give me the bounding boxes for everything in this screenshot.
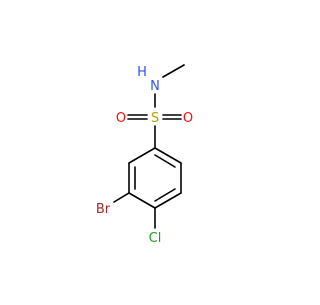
atom-o-right: O [183,111,193,126]
atom-labels: N H S O O Br Cl [96,65,193,246]
ring-bond-3 [154,192,182,209]
ring-inner-2 [154,188,176,202]
atom-n: N [150,79,160,94]
ring-bond-4 [128,192,156,209]
bond-c-br [113,192,130,203]
bond-n-methyl [162,64,185,78]
bonds [113,64,185,229]
ring-inner-1 [154,154,176,168]
atom-s: S [151,111,159,126]
ring-bond-6 [128,147,156,164]
atom-cl: Cl [149,231,162,246]
molecule-structure: N H S O O Br Cl [96,64,193,246]
atom-br: Br [96,202,111,217]
atom-n-h: H [137,65,147,80]
molecule-canvas: N H S O O Br Cl [96,64,193,246]
atom-o-left: O [116,111,126,126]
ring-bond-1 [154,147,182,164]
